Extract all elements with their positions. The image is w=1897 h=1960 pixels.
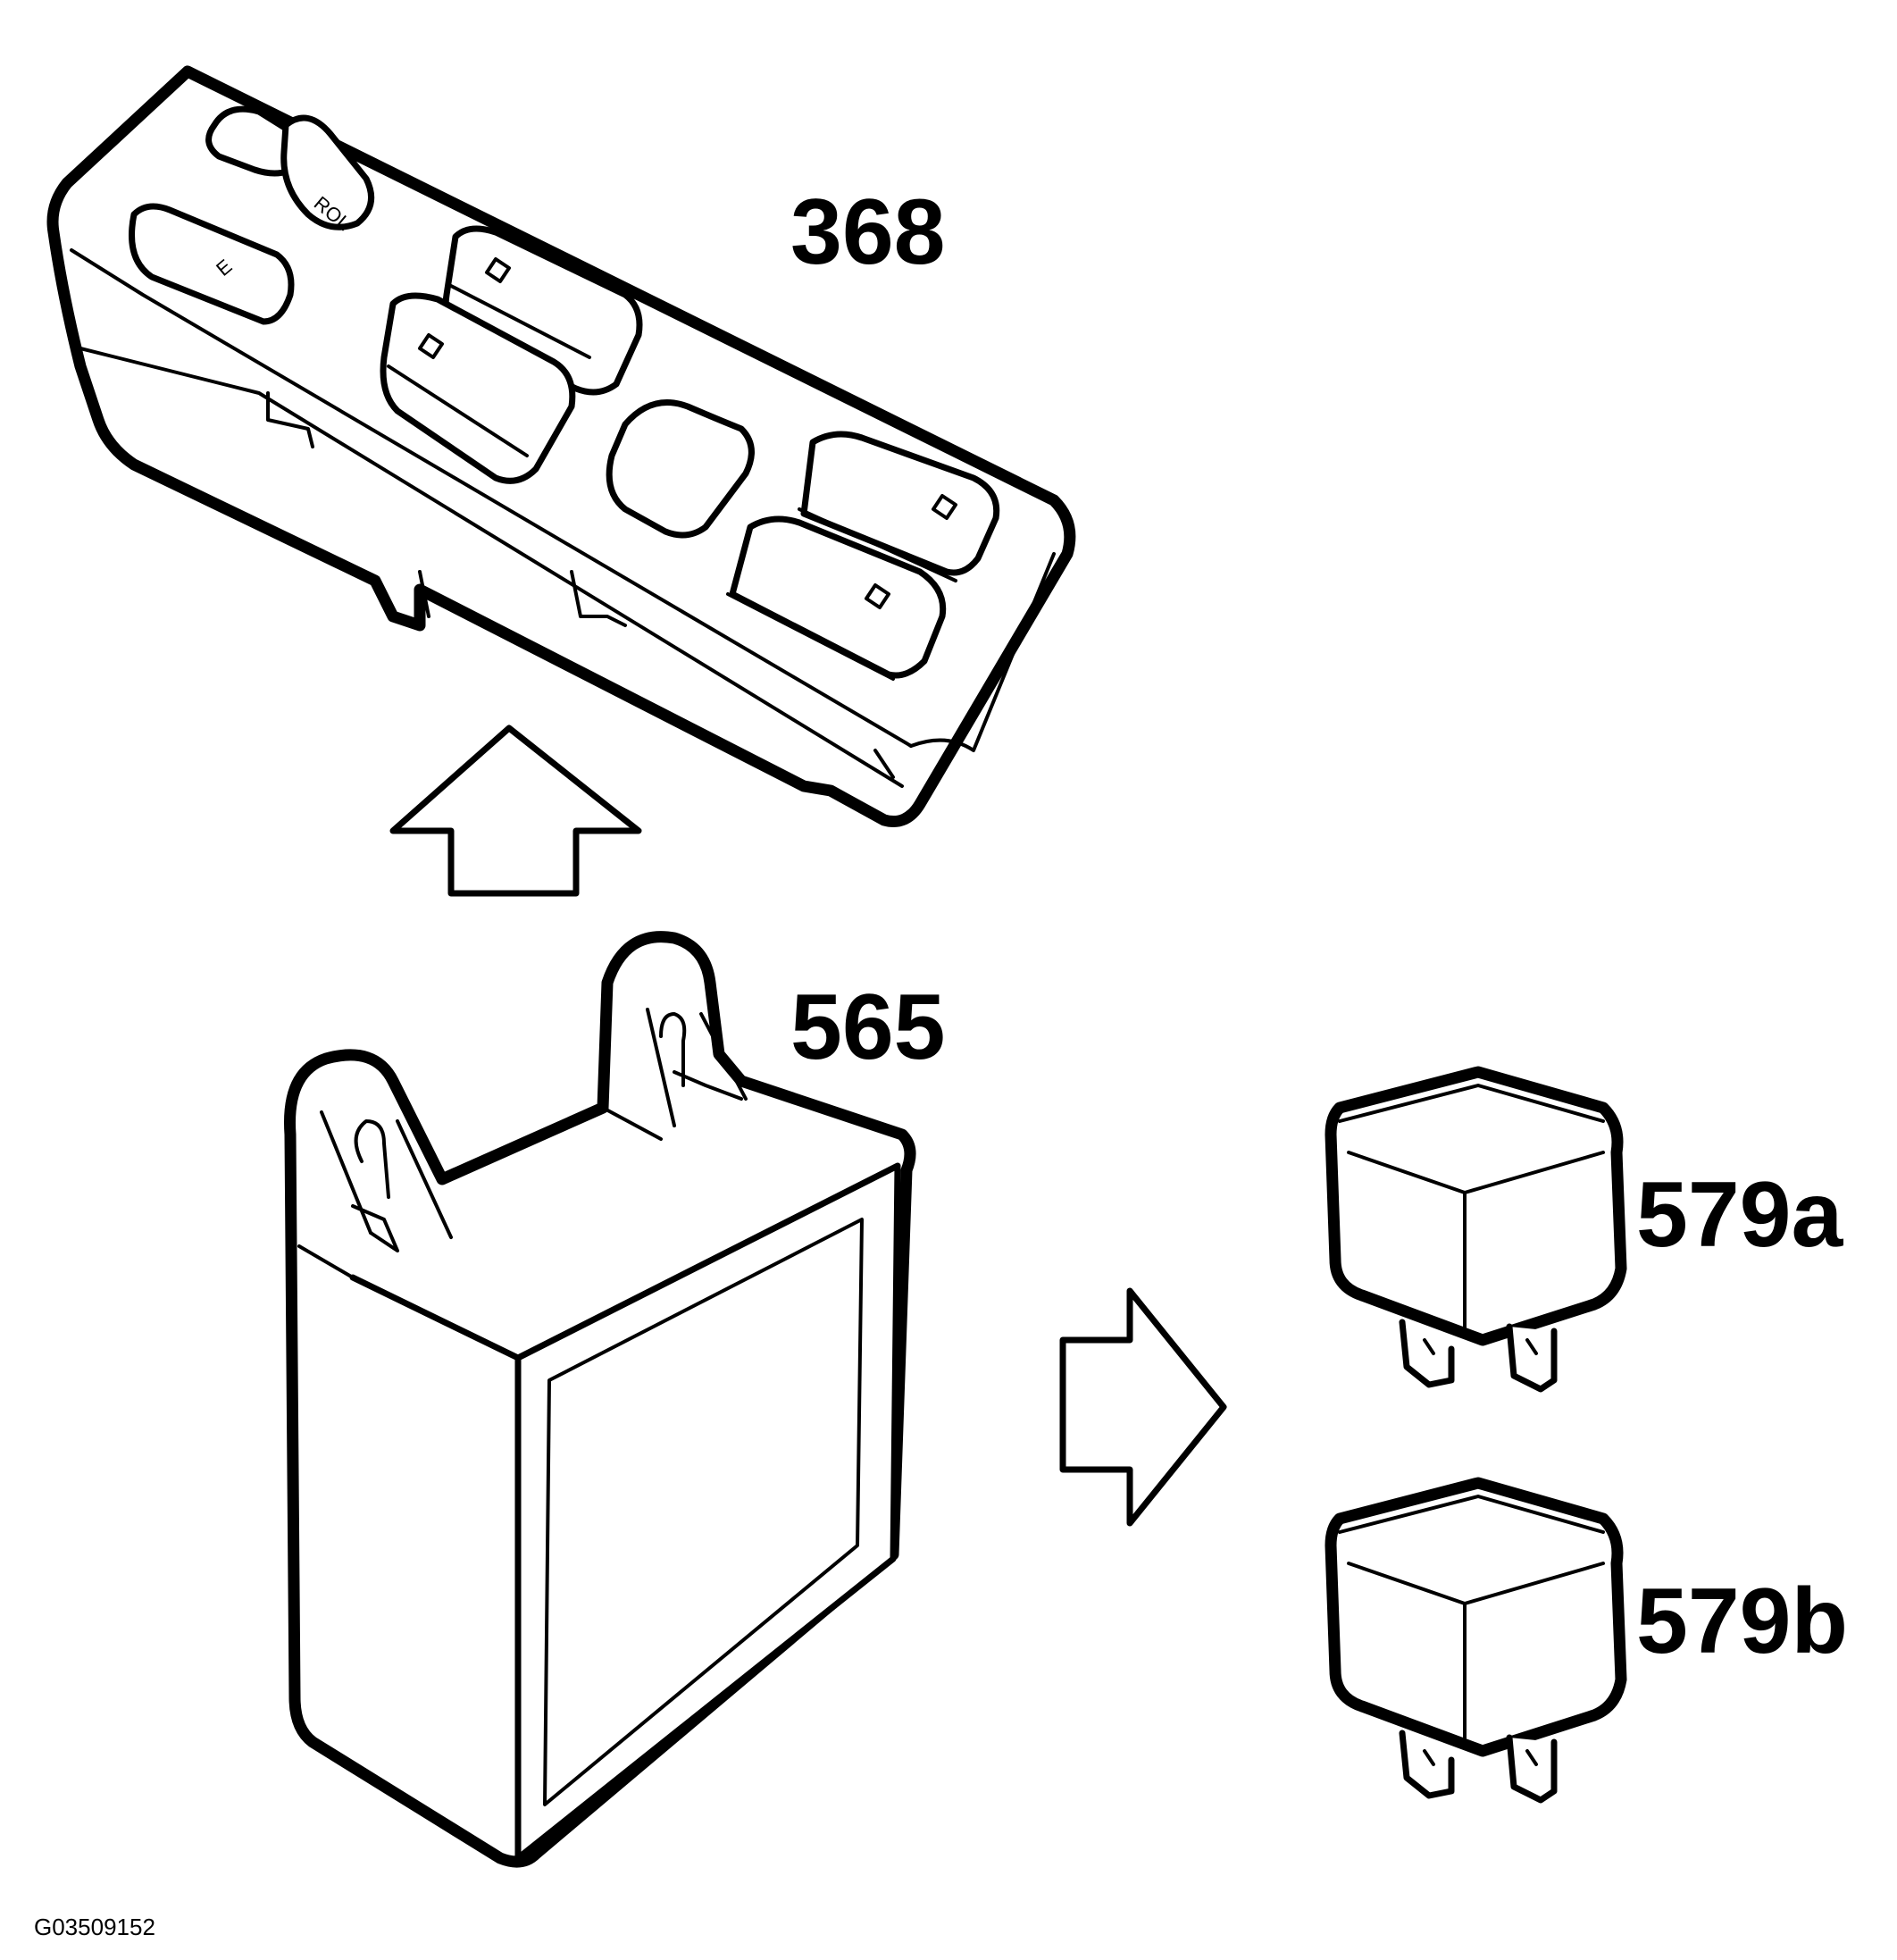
control-module <box>284 931 916 1868</box>
arrow-up-icon <box>389 725 642 897</box>
window-switch-panel: ROL E <box>46 65 1076 827</box>
relay-579a <box>1325 1066 1627 1393</box>
callout-565: 565 <box>790 976 946 1079</box>
figure-id: G03509152 <box>34 1914 155 1940</box>
arrow-right-icon <box>1059 1287 1227 1527</box>
callout-579a: 579a <box>1636 1163 1844 1267</box>
callout-579b: 579b <box>1636 1570 1848 1673</box>
relay-579b <box>1325 1477 1627 1804</box>
callout-368: 368 <box>790 180 946 284</box>
